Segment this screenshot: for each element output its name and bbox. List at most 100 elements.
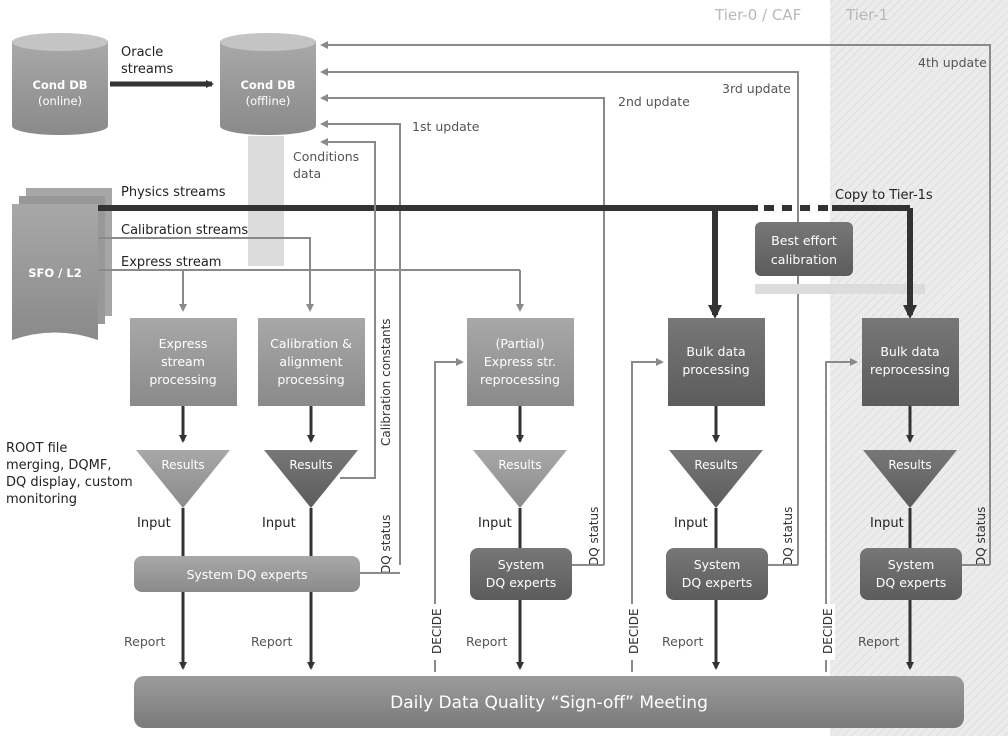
calibration-streams-label: Calibration streams: [121, 223, 248, 238]
svg-text:Results: Results: [289, 458, 332, 472]
svg-text:Express str.: Express str.: [484, 354, 556, 369]
dq-status-label-1: DQ status: [379, 515, 393, 574]
svg-text:Calibration &: Calibration &: [270, 336, 352, 351]
input-label-1: Input: [137, 516, 171, 531]
conditions-data-band: [248, 136, 284, 266]
svg-text:Express: Express: [159, 336, 208, 351]
express-stream-processing-box: Express stream processing: [130, 318, 237, 406]
svg-text:Results: Results: [888, 458, 931, 472]
svg-text:Cond DB: Cond DB: [240, 78, 295, 92]
express-stream-label: Express stream: [121, 255, 221, 270]
tier0-label: Tier-0 / CAF: [714, 6, 801, 24]
report-label-2: Report: [251, 634, 293, 649]
update-lines: [320, 41, 991, 565]
update-1st-label: 1st update: [412, 119, 480, 134]
system-dq-experts-box-1: System DQ experts: [134, 556, 360, 592]
system-dq-experts-box-4: System DQ experts: [860, 548, 962, 600]
svg-text:calibration: calibration: [771, 252, 837, 267]
svg-text:stream: stream: [161, 354, 205, 369]
svg-text:DECIDE: DECIDE: [627, 608, 641, 654]
report-arrows: [179, 592, 914, 670]
cond-db-online: Cond DB (online): [12, 33, 108, 135]
report-label-4: Report: [662, 634, 704, 649]
decide-lines: [434, 358, 858, 672]
sfo-l2-block: SFO / L2: [12, 188, 112, 340]
svg-text:(offline): (offline): [246, 94, 291, 108]
svg-text:Cond DB: Cond DB: [32, 78, 87, 92]
bulk-data-reprocessing-box: Bulk data reprocessing: [862, 318, 959, 406]
calibration-alignment-box: Calibration & alignment processing: [258, 318, 365, 406]
svg-text:Results: Results: [498, 458, 541, 472]
svg-text:DQ experts: DQ experts: [876, 575, 946, 590]
input-label-4: Input: [674, 516, 708, 531]
cond-db-offline: Cond DB (offline): [220, 33, 316, 135]
results-triangle-3: Results: [473, 450, 567, 508]
calibration-constants-line: [320, 138, 376, 479]
dq-status-label-3: DQ status: [781, 507, 795, 566]
bulk-data-processing-box: Bulk data processing: [668, 318, 765, 406]
results-triangle-5: Results: [863, 450, 957, 508]
decide-label-3: DECIDE: [818, 604, 835, 660]
stream-feed-arrows: [179, 237, 524, 312]
physics-streams-label: Physics streams: [121, 185, 226, 200]
svg-text:reprocessing: reprocessing: [870, 362, 950, 377]
report-label-3: Report: [466, 634, 508, 649]
conditions-data-label: Conditions: [293, 149, 359, 164]
best-effort-band: [755, 284, 925, 294]
report-label-1: Report: [124, 634, 166, 649]
partial-express-reprocessing-box: (Partial) Express str. reprocessing: [467, 318, 574, 406]
svg-text:(Partial): (Partial): [495, 336, 544, 351]
root-note-line1: ROOT file: [6, 441, 67, 456]
root-note-line2: merging, DQMF,: [6, 458, 111, 473]
svg-text:System DQ experts: System DQ experts: [186, 567, 307, 582]
svg-text:processing: processing: [149, 372, 216, 387]
oracle-streams-label: Oracle: [121, 45, 163, 60]
system-dq-experts-box-3: System DQ experts: [666, 548, 768, 600]
results-triangle-4: Results: [669, 450, 763, 508]
report-label-5: Report: [858, 634, 900, 649]
svg-text:Bulk data: Bulk data: [880, 344, 939, 359]
decide-label-1: DECIDE: [427, 604, 444, 660]
dq-status-label-4: DQ status: [974, 507, 988, 566]
svg-text:System: System: [694, 557, 741, 572]
svg-text:DQ experts: DQ experts: [486, 575, 556, 590]
svg-text:reprocessing: reprocessing: [480, 372, 560, 387]
svg-text:Best effort: Best effort: [771, 233, 837, 248]
input-label-5: Input: [870, 516, 904, 531]
svg-text:DQ experts: DQ experts: [682, 575, 752, 590]
root-note-line4: monitoring: [6, 492, 77, 507]
tier1-label: Tier-1: [845, 6, 888, 24]
copy-tier1-label: Copy to Tier-1s: [835, 188, 933, 203]
svg-text:System: System: [888, 557, 935, 572]
input-label-2: Input: [262, 516, 296, 531]
update-2nd-label: 2nd update: [618, 94, 690, 109]
decide-label-2: DECIDE: [624, 604, 641, 660]
results-triangle-2: Results: [264, 450, 358, 508]
svg-text:Bulk data: Bulk data: [686, 344, 745, 359]
results-triangle-1: Results: [136, 450, 230, 508]
svg-text:System: System: [498, 557, 545, 572]
update-3rd-label: 3rd update: [722, 81, 791, 96]
svg-text:Results: Results: [161, 458, 204, 472]
svg-text:(online): (online): [38, 94, 82, 108]
process-to-results-arrows: [179, 406, 914, 443]
svg-text:DECIDE: DECIDE: [821, 608, 835, 654]
daily-dq-signoff-meeting: Daily Data Quality “Sign-off” Meeting: [134, 676, 964, 728]
svg-text:alignment: alignment: [279, 354, 342, 369]
svg-text:DECIDE: DECIDE: [430, 608, 444, 654]
calibration-constants-label: Calibration constants: [379, 318, 393, 446]
dq-status-label-2: DQ status: [587, 507, 601, 566]
root-note-line3: DQ display, custom: [6, 475, 133, 490]
input-label-3: Input: [478, 516, 512, 531]
update-4th-label: 4th update: [918, 55, 987, 70]
system-dq-experts-box-2: System DQ experts: [470, 548, 572, 600]
oracle-streams-label-2: streams: [121, 62, 174, 77]
svg-text:processing: processing: [277, 372, 344, 387]
best-effort-calibration-box: Best effort calibration: [755, 222, 853, 276]
conditions-data-label-2: data: [293, 166, 321, 181]
svg-text:processing: processing: [682, 362, 749, 377]
svg-text:SFO / L2: SFO / L2: [28, 266, 81, 280]
svg-text:Daily Data Quality “Sign-off”: Daily Data Quality “Sign-off” Meeting: [390, 693, 708, 713]
dq-status-connectors: [360, 564, 990, 574]
